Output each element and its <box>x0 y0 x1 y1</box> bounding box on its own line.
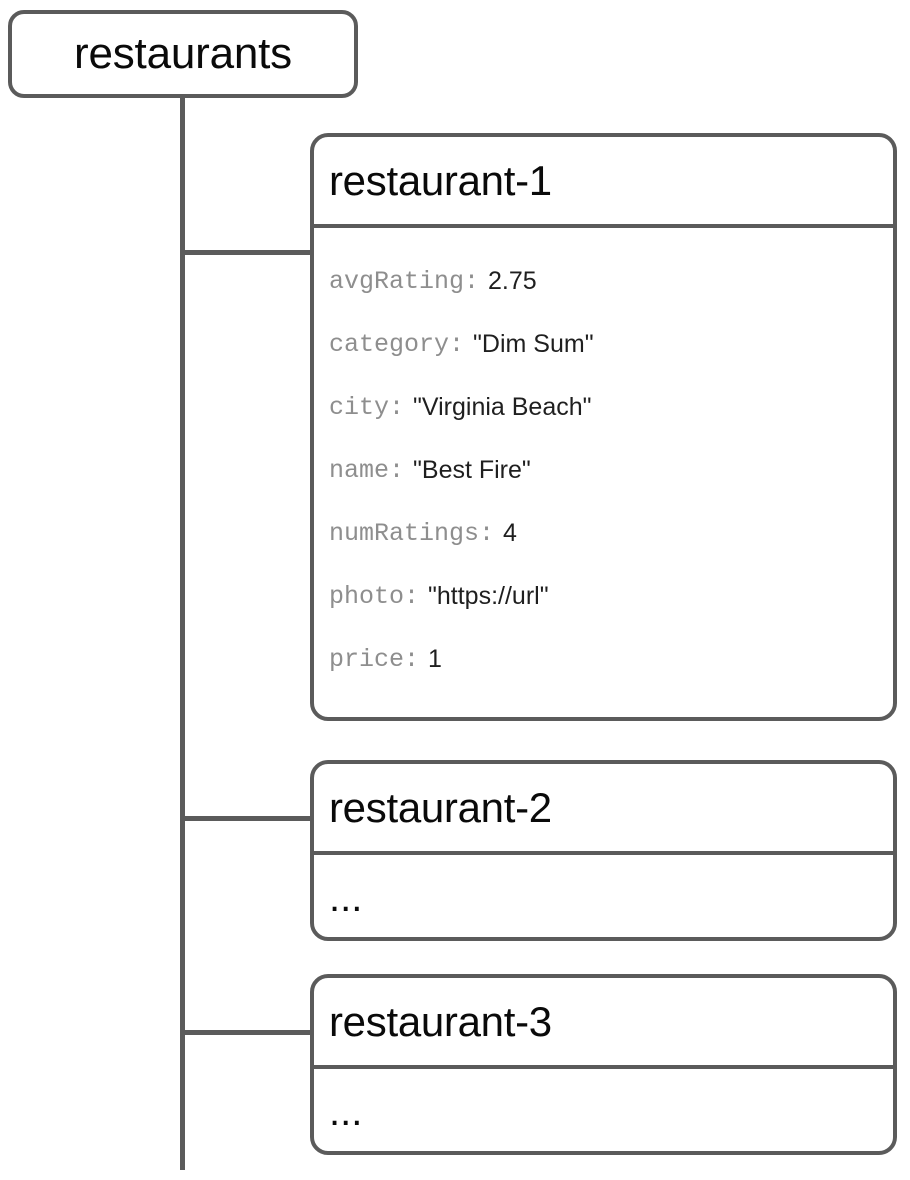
field-value: "Virginia Beach" <box>413 393 592 421</box>
field-key: photo: <box>329 582 420 611</box>
field-row: avgRating: 2.75 <box>329 250 893 313</box>
field-key: price: <box>329 645 420 674</box>
document-card-header: restaurant-3 <box>314 978 893 1069</box>
field-key: avgRating: <box>329 267 480 296</box>
field-row: name: "Best Fire" <box>329 439 893 502</box>
field-row: category: "Dim Sum" <box>329 313 893 376</box>
field-value: "Dim Sum" <box>473 330 594 358</box>
document-card-header: restaurant-1 <box>314 137 893 228</box>
field-key: numRatings: <box>329 519 495 548</box>
field-row: price: 1 <box>329 628 893 691</box>
tree-trunk-line <box>180 96 185 1170</box>
field-value: "Best Fire" <box>413 456 531 484</box>
document-card-restaurant-1[interactable]: restaurant-1 avgRating: 2.75 category: "… <box>310 133 897 721</box>
document-card-fields: ... <box>314 1069 893 1151</box>
field-key: category: <box>329 330 465 359</box>
field-value: 1 <box>428 645 442 673</box>
field-row: numRatings: 4 <box>329 502 893 565</box>
document-card-ellipsis: ... <box>329 876 363 920</box>
field-value: 2.75 <box>488 267 537 295</box>
collection-node-restaurants[interactable]: restaurants <box>8 10 358 98</box>
field-row: photo: "https://url" <box>329 565 893 628</box>
field-key: name: <box>329 456 405 485</box>
document-card-fields: ... <box>314 855 893 937</box>
document-card-title: restaurant-1 <box>329 156 552 204</box>
collection-node-label: restaurants <box>74 29 292 78</box>
field-key: city: <box>329 393 405 422</box>
document-card-restaurant-2[interactable]: restaurant-2 ... <box>310 760 897 941</box>
field-value: "https://url" <box>428 582 549 610</box>
document-card-title: restaurant-3 <box>329 997 552 1045</box>
tree-branch-line-1 <box>180 250 312 255</box>
tree-branch-line-3 <box>180 1030 312 1035</box>
document-card-fields: avgRating: 2.75 category: "Dim Sum" city… <box>314 228 893 717</box>
document-card-header: restaurant-2 <box>314 764 893 855</box>
document-card-title: restaurant-2 <box>329 783 552 831</box>
document-card-ellipsis: ... <box>329 1090 363 1134</box>
field-row: city: "Virginia Beach" <box>329 376 893 439</box>
tree-branch-line-2 <box>180 816 312 821</box>
document-card-restaurant-3[interactable]: restaurant-3 ... <box>310 974 897 1155</box>
field-value: 4 <box>503 519 517 547</box>
